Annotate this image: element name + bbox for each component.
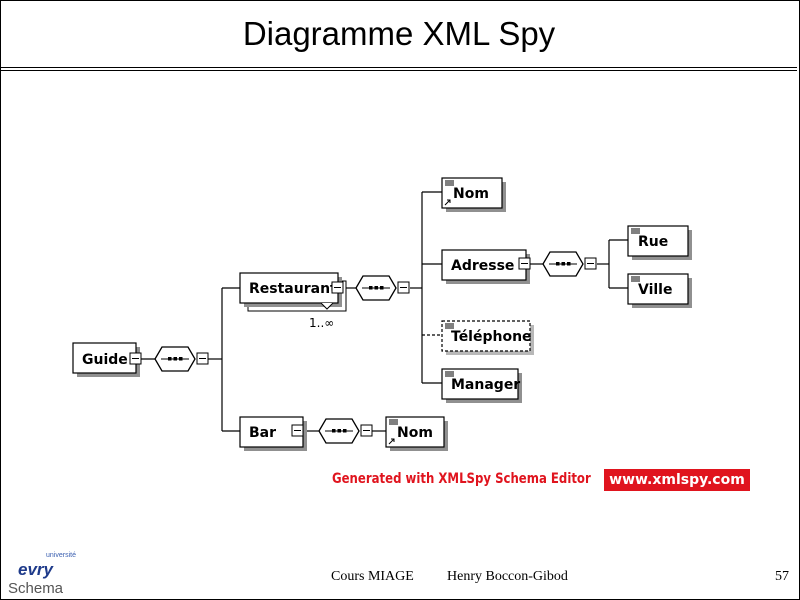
element-adresse[interactable]: Adresse: [441, 249, 530, 284]
logo-top-text: université: [46, 552, 76, 559]
repeat-indicator-icon: [320, 302, 334, 310]
title-bar: Diagramme XML Spy: [1, 1, 797, 71]
bar-sequence-toggle[interactable]: [360, 424, 373, 437]
logo-caption: Schema: [8, 580, 64, 597]
svg-text:Téléphone: Téléphone: [451, 329, 532, 345]
restaurant-collapse-toggle[interactable]: [331, 281, 344, 294]
element-nom[interactable]: Nom: [441, 177, 506, 212]
restaurant-sequence-icon: [355, 275, 397, 301]
bar-sequence-icon: [318, 418, 360, 444]
university-logo: université evry Schema: [6, 548, 76, 598]
svg-text:Rue: Rue: [638, 234, 668, 250]
guide-sequence-toggle[interactable]: [196, 352, 209, 365]
connector-lines: [136, 191, 628, 432]
svg-text:Nom: Nom: [453, 186, 489, 202]
element-rue[interactable]: Rue: [627, 225, 692, 260]
svg-text:Restaurant: Restaurant: [249, 281, 337, 297]
svg-text:Adresse: Adresse: [451, 258, 514, 274]
adresse-sequence-icon: [542, 251, 584, 277]
guide-sequence-icon: [154, 346, 196, 372]
svg-text:Nom: Nom: [397, 425, 433, 441]
footer-course: Cours MIAGE: [331, 569, 414, 584]
bar-collapse-toggle[interactable]: [291, 424, 304, 437]
svg-text:Manager: Manager: [451, 377, 520, 393]
element-manager[interactable]: Manager: [441, 368, 522, 403]
slide-title: Diagramme XML Spy: [242, 15, 556, 52]
svg-text:Guide: Guide: [82, 352, 128, 368]
element-bar-nom[interactable]: Nom: [385, 416, 448, 451]
guide-collapse-toggle[interactable]: [129, 352, 142, 365]
adresse-sequence-toggle[interactable]: [584, 257, 597, 270]
footer-author: Henry Boccon-Gibod: [447, 569, 568, 584]
banner-url-link[interactable]: www.xmlspy.com: [604, 469, 750, 491]
svg-text:Bar: Bar: [249, 425, 276, 441]
element-telephone[interactable]: Téléphone: [441, 320, 534, 355]
restaurant-cardinality: 1..∞: [309, 316, 334, 330]
adresse-collapse-toggle[interactable]: [518, 257, 531, 270]
logo-word: evry: [18, 560, 53, 579]
xmlspy-banner: Generated with XMLSpy Schema Editor www.…: [332, 469, 750, 491]
svg-text:Ville: Ville: [638, 282, 672, 298]
restaurant-sequence-toggle[interactable]: [397, 281, 410, 294]
element-bar[interactable]: Bar: [239, 416, 307, 451]
element-ville[interactable]: Ville: [627, 273, 692, 308]
banner-text: Generated with XMLSpy Schema Editor: [332, 471, 591, 487]
page-number: 57: [775, 569, 789, 584]
